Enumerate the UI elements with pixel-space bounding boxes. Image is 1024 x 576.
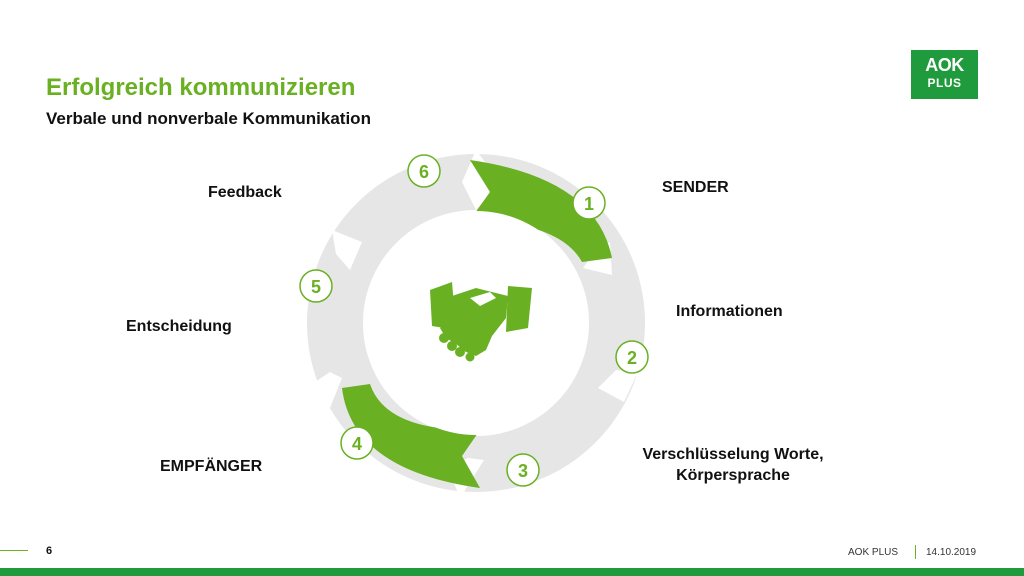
footer-brand: AOK PLUS [848,547,899,558]
step-label-sender: SENDER [662,179,729,196]
footer-separator [915,545,916,559]
step-badge-3: 3 [506,453,540,487]
step-number-1: 1 [584,194,594,214]
step-badge-4: 4 [340,426,374,460]
page-title: Erfolgreich kommunizieren [46,74,356,101]
arrow-gap-2-3 [598,370,638,402]
step-number-3: 3 [518,461,528,481]
step-badge-2: 2 [615,340,649,374]
logo-text-bottom: PLUS [927,76,962,90]
step-badge-1: 1 [572,186,606,220]
step-label-empfaenger: EMPFÄNGER [160,458,263,475]
step-number-2: 2 [627,348,637,368]
cycle-segment-sender [470,160,612,262]
logo-text-top: AOK [925,55,964,75]
arrow-gap-6-1 [462,150,500,210]
step-number-5: 5 [311,277,321,297]
step-label-feedback: Feedback [208,184,282,201]
footer-accent-line [0,550,28,551]
arrow-gap-5-6 [332,230,362,270]
footer-date: 14.10.2019 [926,547,977,558]
aok-plus-logo: AOK PLUS [911,50,978,99]
step-label-entscheidung: Entscheidung [126,318,232,335]
bottom-brand-bar [0,568,1024,576]
step-label-verschluesselung: Verschlüsselung Worte, Körpersprache [622,446,844,485]
step-label-verschluesselung-line1: Verschlüsselung Worte, [642,446,824,463]
step-number-4: 4 [352,434,362,454]
step-badges: 6 1 5 2 4 3 [299,154,649,487]
handshake-icon [430,282,532,362]
step-badge-5: 5 [299,269,333,303]
cycle-segment-empfaenger [342,384,480,488]
page-subtitle: Verbale und nonverbale Kommunikation [46,109,371,128]
page-number: 6 [46,545,53,557]
arrow-gap-4-5 [312,372,342,408]
step-badge-6: 6 [407,154,441,188]
step-label-informationen: Informationen [676,303,783,320]
step-number-6: 6 [419,162,429,182]
step-label-verschluesselung-line2: Körpersprache [676,467,790,484]
